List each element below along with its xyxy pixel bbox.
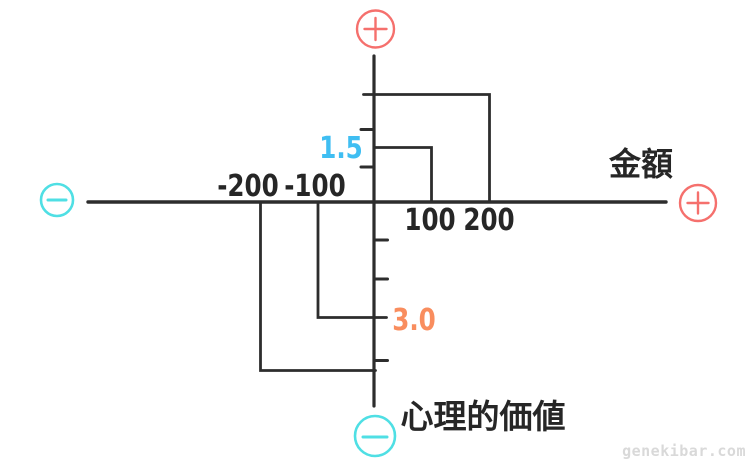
minus-circle-icon	[353, 414, 397, 458]
plus-circle-icon	[678, 183, 718, 223]
minus-circle-icon	[39, 182, 75, 218]
x-axis-title: 金額	[608, 145, 673, 183]
x-tick-label-pos-200: 200	[463, 203, 515, 238]
loss-step-100-line	[316, 201, 388, 319]
watermark: genekibar.com	[622, 442, 746, 460]
plus-circle-icon	[355, 9, 396, 49]
loss-step-200-line	[259, 201, 377, 372]
y-axis-title: 心理的価値	[400, 397, 566, 436]
loss-value-label: 3.0	[392, 303, 436, 338]
gain-value-label: 1.5	[319, 131, 363, 166]
gain-step-200-line	[362, 93, 491, 203]
x-tick-label-neg-100: -100	[284, 169, 346, 204]
x-tick-label-neg-200: -200	[217, 169, 279, 204]
gain-step-100-line	[372, 146, 433, 203]
x-tick-label-pos-100: 100	[404, 203, 456, 238]
